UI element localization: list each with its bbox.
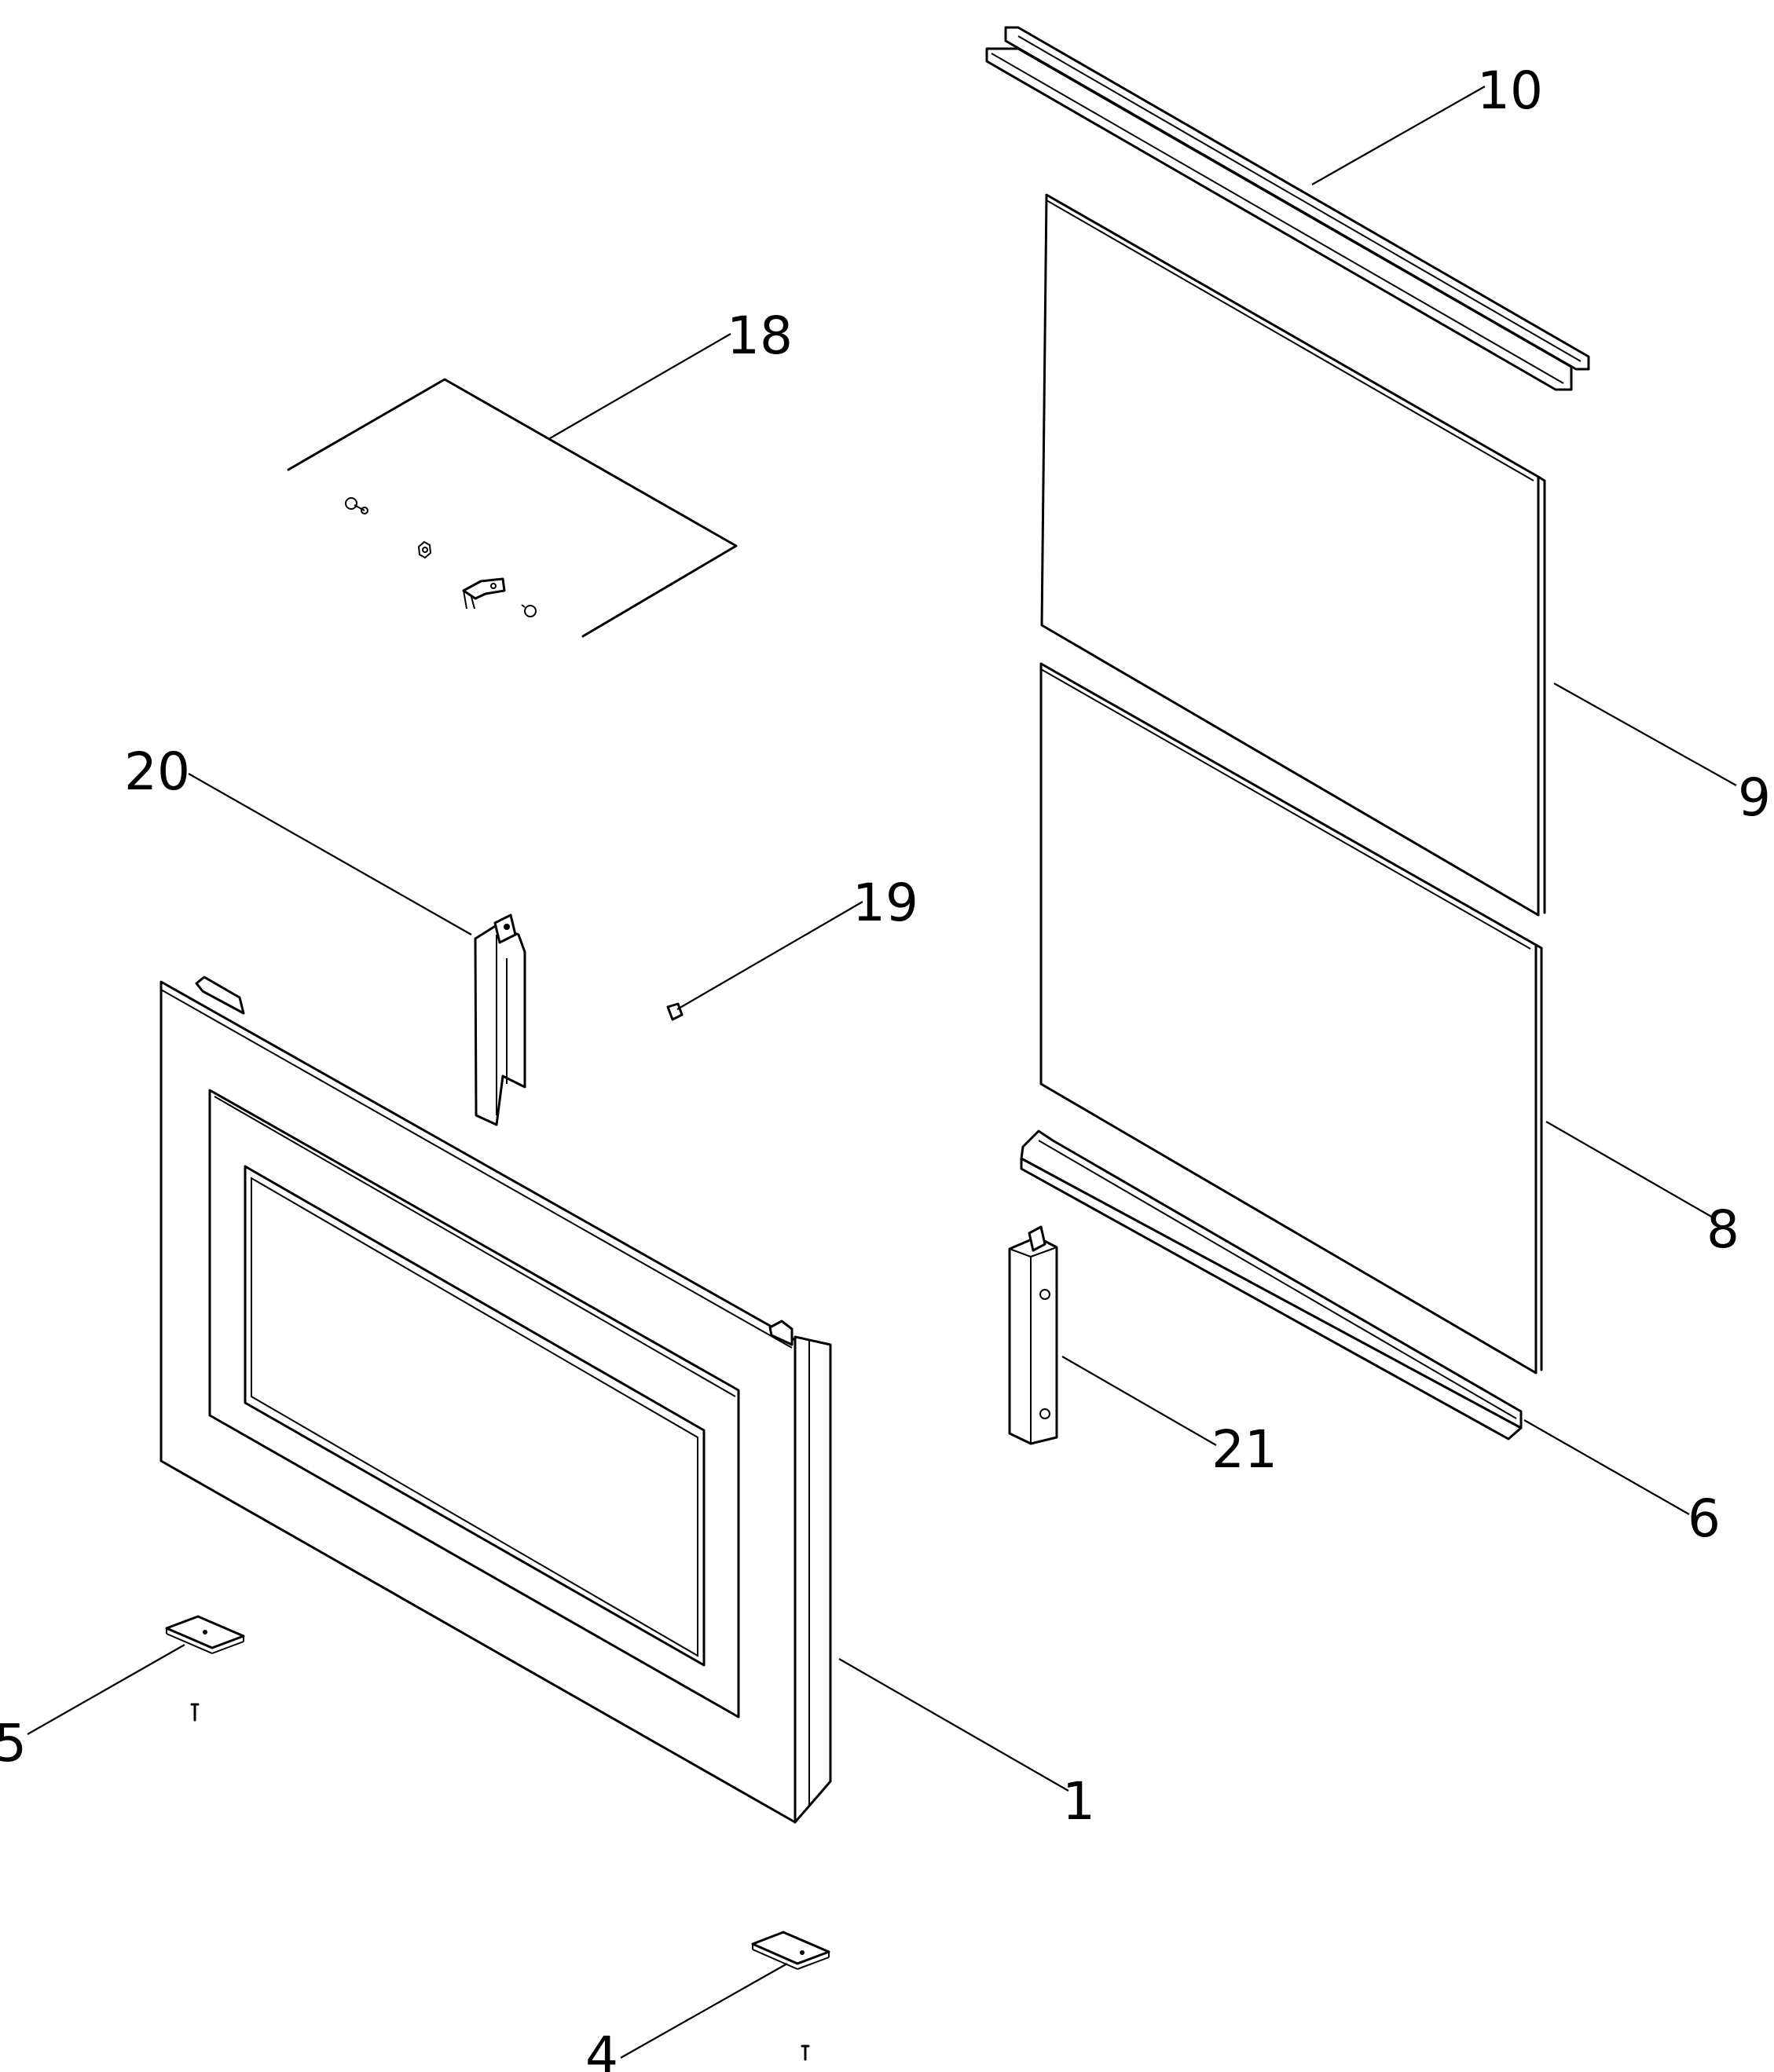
kit-screw xyxy=(345,497,368,514)
leader-20 xyxy=(188,773,472,935)
leader-1 xyxy=(838,1658,1069,1792)
kit-nut xyxy=(417,540,432,559)
callout-1: 1 xyxy=(1062,1771,1095,1832)
part-9-upper-glass xyxy=(1040,193,1546,917)
leader-lines xyxy=(27,86,1737,2059)
leader-8 xyxy=(1545,1121,1714,1218)
part-18-hardware-kit xyxy=(287,378,738,638)
callout-6: 6 xyxy=(1688,1488,1721,1549)
part-6-bottom-rail xyxy=(1020,1129,1523,1441)
callout-20: 20 xyxy=(124,741,190,802)
part-21-bracket xyxy=(1008,1225,1058,1445)
leader-21 xyxy=(1061,1356,1217,1446)
leader-18 xyxy=(549,333,731,439)
callout-9: 9 xyxy=(1738,767,1771,828)
leader-19 xyxy=(676,901,863,1010)
part-19-clip xyxy=(666,1002,684,1021)
kit-latch xyxy=(462,577,506,610)
leader-6 xyxy=(1523,1419,1690,1515)
callout-5: 5 xyxy=(0,1713,27,1774)
callout-19: 19 xyxy=(852,873,918,933)
leader-5 xyxy=(27,1644,185,1735)
part-10-top-rail xyxy=(985,26,1590,391)
part-4-plate xyxy=(751,1931,830,2061)
part-1-door-frame xyxy=(159,976,832,1824)
callouts: 10 18 20 19 9 8 21 6 1 5 4 xyxy=(0,60,1771,2072)
leader-4 xyxy=(620,1963,788,2059)
part-8-lower-glass xyxy=(1039,662,1543,1375)
callout-10: 10 xyxy=(1477,60,1543,121)
callout-21: 21 xyxy=(1211,1419,1277,1480)
callout-8: 8 xyxy=(1706,1199,1739,1260)
leader-10 xyxy=(1311,86,1486,185)
part-5-plate xyxy=(165,1615,245,1722)
kit-knob xyxy=(521,604,537,617)
part-20-hinge xyxy=(474,913,526,1126)
callout-18: 18 xyxy=(727,306,793,366)
leader-9 xyxy=(1553,683,1737,786)
callout-4: 4 xyxy=(585,2026,618,2072)
